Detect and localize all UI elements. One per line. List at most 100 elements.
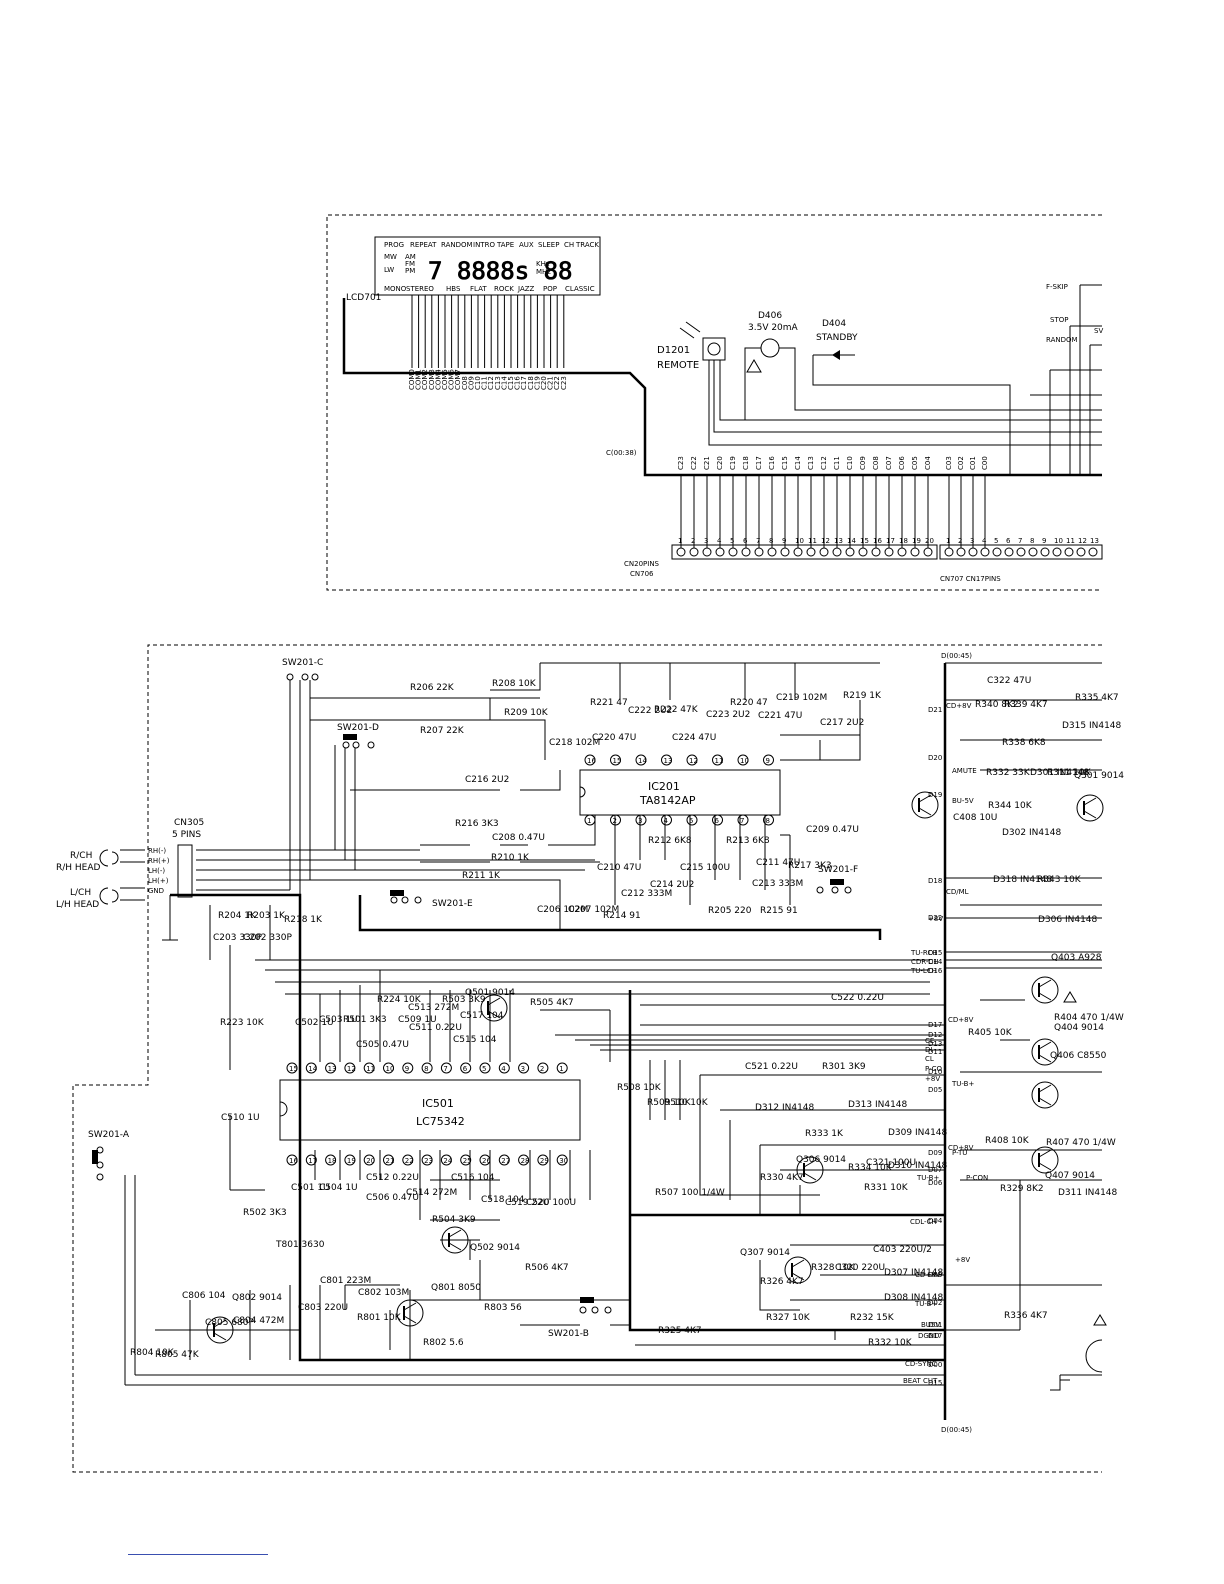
component-label: C211 47U bbox=[756, 858, 800, 868]
svg-text:D10: D10 bbox=[928, 1068, 942, 1076]
component-label: C219 102M bbox=[776, 693, 827, 703]
svg-text:D17: D17 bbox=[928, 1332, 942, 1340]
ic-pin bbox=[518, 1154, 530, 1166]
connector-pin bbox=[1028, 547, 1038, 557]
svg-text:TU-RCH: TU-RCH bbox=[910, 949, 938, 957]
connector-pin-number: 9 bbox=[1042, 537, 1046, 545]
ic-pin bbox=[286, 1062, 298, 1074]
switch-labels: F-SKIP STOP RANDOM SV bbox=[1030, 283, 1103, 475]
svg-text:D03: D03 bbox=[928, 1271, 942, 1279]
svg-text:L/CH: L/CH bbox=[70, 888, 91, 898]
component-label: R205 220 bbox=[708, 906, 752, 916]
connector-pin-number: 4 bbox=[982, 537, 987, 545]
svg-text:P-CO: P-CO bbox=[925, 1065, 942, 1073]
component-label: C216 2U2 bbox=[465, 775, 509, 785]
transistor-symbol bbox=[1031, 1146, 1059, 1174]
lcd-ref: LCD701 bbox=[346, 293, 381, 303]
component-label: C503 1U bbox=[319, 1015, 358, 1025]
component-label: R502 3K3 bbox=[243, 1208, 287, 1218]
transistor-leads bbox=[487, 997, 501, 1019]
component-label: C509 1U bbox=[398, 1015, 437, 1025]
lcd-pin-label: C08 bbox=[461, 376, 469, 390]
bus-pin-label: C09 bbox=[859, 456, 867, 470]
svg-text:MHz: MHz bbox=[536, 268, 551, 276]
ic-pin bbox=[460, 1154, 472, 1166]
component-label: R344 10K bbox=[988, 801, 1033, 811]
connector-pin bbox=[1004, 547, 1014, 557]
svg-text:DI: DI bbox=[925, 1046, 932, 1054]
ic-pin bbox=[556, 1062, 568, 1074]
component-label: C805 680P bbox=[205, 1318, 255, 1328]
lcd-pin-lines bbox=[411, 295, 565, 368]
lcd-pin-label: COM7 bbox=[454, 369, 462, 390]
component-label: Q501 9014 bbox=[465, 988, 515, 998]
connector-pin bbox=[1040, 547, 1050, 557]
ic-pin-number: 29 bbox=[540, 1157, 549, 1165]
connector-pin-number: 8 bbox=[1030, 537, 1034, 545]
component-label: C215 100U bbox=[680, 863, 730, 873]
connector-pin-number: 1 bbox=[678, 537, 682, 545]
lcd-pin-label: C18 bbox=[527, 376, 535, 390]
component-label: R206 22K bbox=[410, 683, 455, 693]
transistor-symbol bbox=[206, 1316, 234, 1344]
ic-pin bbox=[325, 1062, 337, 1074]
component-label: C518 104 bbox=[481, 1195, 525, 1205]
component-label: R336 4K7 bbox=[1004, 1311, 1048, 1321]
connector-pin-number: 3 bbox=[704, 537, 708, 545]
component-label: C513 272M bbox=[408, 1003, 459, 1013]
ic-pin bbox=[305, 1154, 317, 1166]
svg-text:D15: D15 bbox=[928, 949, 942, 957]
component-label: R506 4K7 bbox=[525, 1263, 569, 1273]
component-label: C408 10U bbox=[953, 813, 997, 823]
component-label: R218 1K bbox=[284, 915, 323, 925]
svg-text:L/H HEAD: L/H HEAD bbox=[56, 900, 99, 910]
bus-pin-label: C20 bbox=[716, 456, 724, 470]
svg-text:GND: GND bbox=[148, 887, 164, 895]
component-label: D311 IN4148 bbox=[1058, 1188, 1118, 1198]
transistor-leads bbox=[803, 1159, 817, 1181]
svg-text:D01: D01 bbox=[928, 1321, 942, 1329]
connector-pin bbox=[1076, 547, 1086, 557]
svg-text:CN706: CN706 bbox=[630, 570, 654, 578]
connector-pin-number: 20 bbox=[925, 537, 934, 545]
ic-pin-number: 7 bbox=[443, 1065, 447, 1073]
svg-text:TU-LCH: TU-LCH bbox=[910, 967, 937, 975]
component-label: C803 220U bbox=[298, 1303, 348, 1313]
ic-pin bbox=[537, 1154, 549, 1166]
bus-pin-label: C13 bbox=[807, 456, 815, 470]
ic-pin-number: 8 bbox=[424, 1065, 428, 1073]
ic-pin bbox=[305, 1062, 317, 1074]
component-label: C224 47U bbox=[672, 733, 716, 743]
svg-text:P-CON: P-CON bbox=[966, 1174, 988, 1182]
svg-text:CDL-CH: CDL-CH bbox=[910, 1218, 937, 1226]
ic-pin-number: 26 bbox=[482, 1157, 491, 1165]
connector-pin bbox=[944, 547, 954, 557]
svg-text:D05: D05 bbox=[928, 1086, 942, 1094]
component-label: R507 100 1/4W bbox=[655, 1188, 725, 1198]
ic-pin bbox=[440, 1154, 452, 1166]
component-label: R407 470 1/4W bbox=[1046, 1138, 1116, 1148]
component-label: C506 0.47U bbox=[366, 1193, 419, 1203]
ic-pin-number: 9 bbox=[405, 1065, 409, 1073]
svg-text:D04: D04 bbox=[928, 1217, 943, 1225]
svg-text:TU-B+: TU-B+ bbox=[914, 1300, 937, 1308]
component-label: C212 333M bbox=[621, 889, 672, 899]
transistor-leads bbox=[448, 1229, 462, 1251]
connector-pin bbox=[780, 547, 790, 557]
svg-text:CE: CE bbox=[925, 1037, 934, 1045]
component-label: Q502 9014 bbox=[470, 1243, 520, 1253]
transistor-symbol bbox=[1076, 794, 1104, 822]
ic-pin bbox=[763, 814, 774, 826]
svg-text:D11: D11 bbox=[928, 1048, 942, 1056]
component-label: R203 1K bbox=[247, 911, 286, 921]
component-label: C511 0.22U bbox=[409, 1023, 462, 1033]
svg-text:D19: D19 bbox=[928, 791, 942, 799]
ic-pin bbox=[383, 1154, 394, 1166]
bus-pin-label: C03 bbox=[945, 456, 953, 470]
connector-pin-number: 5 bbox=[994, 537, 998, 545]
svg-text:ROCK: ROCK bbox=[494, 285, 514, 293]
lcd-pin-label: COM6 bbox=[448, 369, 456, 390]
lcd-pin-label: C09 bbox=[467, 376, 475, 390]
